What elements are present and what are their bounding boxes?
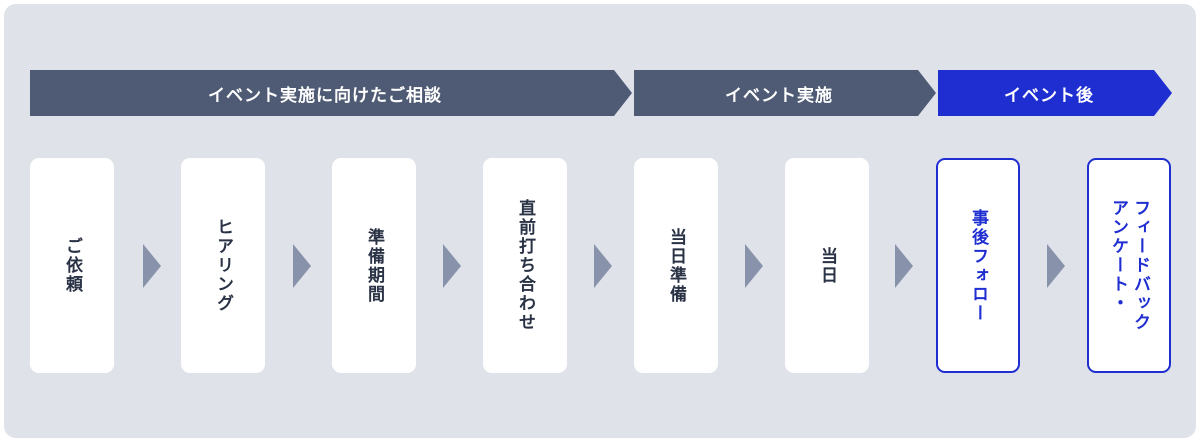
- step-day-setup: 当日準備: [634, 158, 718, 373]
- flow-arrow-icon: [143, 244, 161, 288]
- step-feedback-survey: フィードバック アンケート・: [1087, 158, 1171, 373]
- step-event-day-label: 当日: [817, 246, 837, 285]
- phase-post-event-banner: イベント後: [938, 70, 1172, 116]
- flow-arrow-icon: [594, 244, 612, 288]
- step-follow-up-label: 事後フォロー: [968, 208, 988, 323]
- step-hearing: ヒアリング: [181, 158, 265, 373]
- step-day-setup-label: 当日準備: [666, 227, 686, 304]
- step-request-label: ご依頼: [62, 237, 82, 294]
- phase-event-label: イベント実施: [725, 85, 833, 106]
- flow-arrow-icon: [293, 244, 311, 288]
- step-event-day: 当日: [785, 158, 869, 373]
- step-hearing-label: ヒアリング: [213, 218, 233, 313]
- step-preparation-label: 準備期間: [364, 227, 384, 304]
- flow-arrow-icon: [443, 244, 461, 288]
- flow-arrow-icon: [745, 244, 763, 288]
- flow-arrow-icon: [1047, 244, 1065, 288]
- phase-consultation-label: イベント実施に向けたご相談: [208, 85, 442, 106]
- phase-post-event-label: イベント後: [1004, 85, 1094, 106]
- step-feedback-survey-label: フィードバック アンケート・: [1108, 199, 1150, 332]
- step-follow-up: 事後フォロー: [936, 158, 1020, 373]
- phase-consultation-banner: イベント実施に向けたご相談: [30, 70, 632, 116]
- step-final-meeting: 直前打ち合わせ: [483, 158, 567, 373]
- step-preparation: 準備期間: [332, 158, 416, 373]
- phase-event-banner: イベント実施: [634, 70, 936, 116]
- step-final-meeting-label: 直前打ち合わせ: [515, 199, 535, 332]
- step-request: ご依頼: [30, 158, 114, 373]
- flow-arrow-icon: [895, 244, 913, 288]
